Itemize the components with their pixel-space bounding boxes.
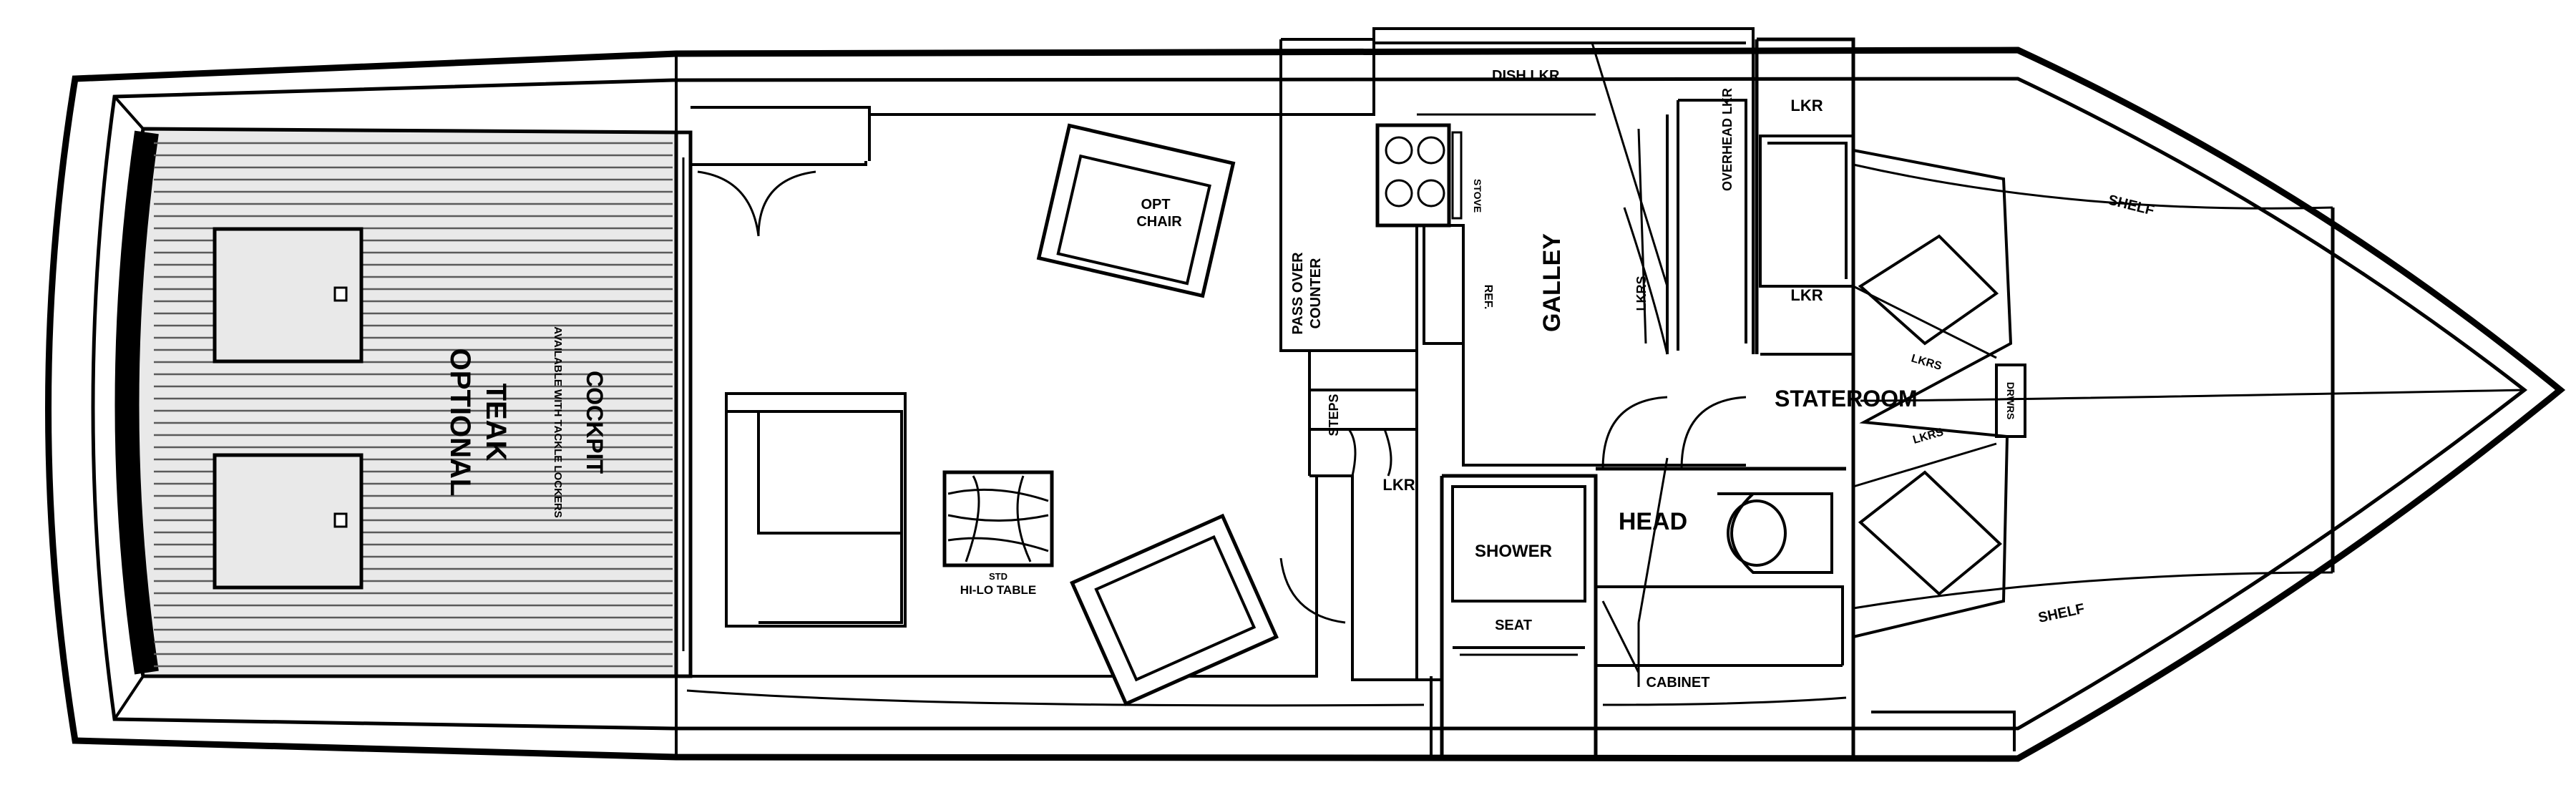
stove-label: STOVE xyxy=(1472,179,1483,213)
svg-text:HI-LO TABLE: HI-LO TABLE xyxy=(960,583,1036,597)
galley xyxy=(1279,27,1755,477)
galley-label: GALLEY xyxy=(1538,233,1566,332)
cockpit-label: COCKPIT xyxy=(582,371,608,474)
steps-label: STEPS xyxy=(1327,394,1341,436)
pass-over-label: PASS OVER xyxy=(1290,252,1306,335)
opt-chair-upper: OPT CHAIR xyxy=(1036,123,1236,298)
head-label: HEAD xyxy=(1619,508,1687,535)
overhead-lkr-label: OVERHEAD LKR xyxy=(1720,88,1735,191)
lkrs-galley-label: LKRS xyxy=(1634,276,1649,311)
optional-label: OPTIONAL xyxy=(444,348,476,497)
stateroom-label: STATEROOM xyxy=(1775,386,1918,411)
stateroom xyxy=(1755,37,2525,757)
shower-label: SHOWER xyxy=(1475,542,1552,561)
cabinet-label: CABINET xyxy=(1646,675,1710,691)
lkr-top-label: LKR xyxy=(1790,97,1823,114)
cockpit-sub-label: AVAILABLE WITH TACKLE LOCKERS xyxy=(552,326,564,517)
opt-chair-label: OPT xyxy=(1141,197,1170,213)
teak-label: TEAK xyxy=(480,384,512,462)
svg-text:COUNTER: COUNTER xyxy=(1308,258,1324,328)
hi-lo-table: STD HI-LO TABLE xyxy=(942,470,1054,597)
cockpit-deck xyxy=(114,127,678,678)
svg-text:STD: STD xyxy=(989,571,1008,582)
dish-lkr-label: DISH LKR xyxy=(1492,68,1560,84)
head xyxy=(1440,396,1846,757)
ref-label: REF. xyxy=(1482,285,1494,310)
drawers-label: DRWRS xyxy=(2005,382,2016,420)
hatch-upper xyxy=(213,227,364,364)
seat-label: SEAT xyxy=(1495,618,1532,633)
lkr-head-label: LKR xyxy=(1382,476,1415,494)
hatch-lower xyxy=(213,453,364,590)
opt-chair-lower xyxy=(1070,513,1279,706)
svg-text:CHAIR: CHAIR xyxy=(1136,214,1182,230)
hull-outline xyxy=(45,47,2566,762)
deck-inner-line xyxy=(91,77,2528,731)
lkr-mid-label: LKR xyxy=(1790,286,1823,304)
